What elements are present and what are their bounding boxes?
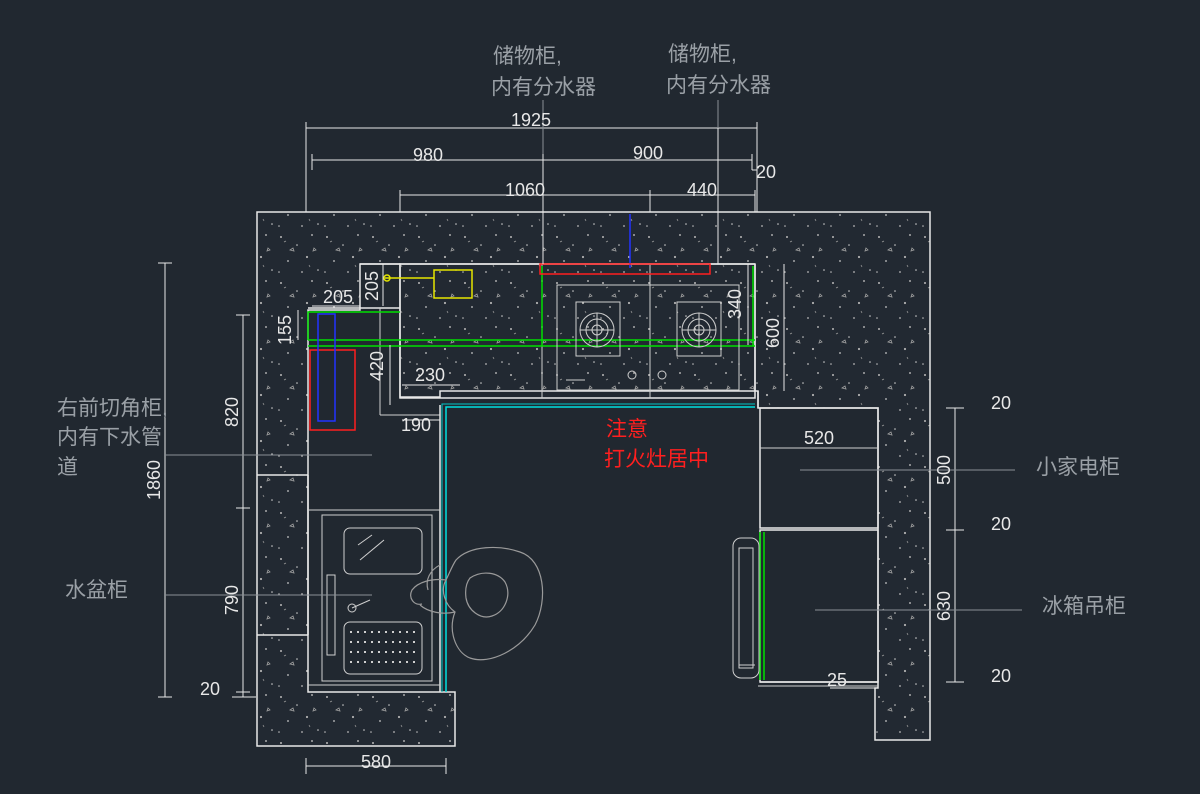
dimension-lines	[158, 122, 964, 774]
leader-lines	[165, 100, 1022, 611]
storage-label-1-line-2: 内有分水器	[491, 76, 596, 99]
sink	[321, 514, 433, 682]
water-distributor	[433, 269, 473, 299]
corner-cabinet-label-line-3: 道	[57, 456, 78, 479]
annotation-texts: 储物柜, 内有分水器 储物柜, 内有分水器 右前切角柜, 内有下水管 道 水盆柜…	[57, 43, 1126, 618]
appliance-cabinet	[759, 407, 879, 529]
dim-1060: 1060	[505, 180, 545, 200]
dim-20-right-1: 20	[991, 393, 1011, 413]
dim-20-bottom-left: 20	[200, 679, 220, 699]
drain-pipe-blue	[317, 313, 336, 422]
dim-420: 420	[367, 351, 387, 381]
dim-440: 440	[687, 180, 717, 200]
dim-1925: 1925	[511, 110, 551, 130]
dim-340: 340	[725, 289, 745, 319]
dim-205-horizontal: 205	[323, 287, 353, 307]
wall-structure	[256, 211, 931, 747]
cabinets	[308, 263, 879, 692]
wall-outline	[256, 211, 931, 747]
stove-note-line-1: 注意	[606, 418, 648, 441]
person-figure	[410, 546, 544, 661]
dim-205-vertical: 205	[362, 271, 382, 301]
dim-155: 155	[275, 315, 295, 345]
dim-20-right-3: 20	[991, 666, 1011, 686]
storage-label-2-line-2: 内有分水器	[666, 74, 771, 97]
dim-900: 900	[633, 143, 663, 163]
dim-190: 190	[401, 415, 431, 435]
dim-600: 600	[763, 318, 783, 348]
fridge	[732, 537, 760, 679]
sink-cabinet-label: 水盆柜	[65, 579, 128, 602]
dim-630: 630	[934, 591, 954, 621]
fridge-cabinet-label: 冰箱吊柜	[1042, 595, 1126, 618]
dim-790: 790	[222, 585, 242, 615]
dim-500: 500	[934, 455, 954, 485]
range-hood-marker	[539, 263, 711, 275]
colored-markers	[307, 214, 765, 692]
dim-230: 230	[415, 365, 445, 385]
dim-20-right-2: 20	[991, 514, 1011, 534]
dim-580: 580	[361, 752, 391, 772]
corner-cabinet-red	[309, 349, 356, 431]
dim-820: 820	[222, 397, 242, 427]
dimension-texts: 1925 980 900 20 1060 440 1860 820 790 20…	[144, 110, 1011, 772]
dim-25: 25	[827, 670, 847, 690]
dim-980: 980	[413, 145, 443, 165]
dim-1860: 1860	[144, 460, 164, 500]
corner-cabinet-label-line-1: 右前切角柜,	[57, 397, 168, 420]
gas-stove	[556, 284, 740, 391]
storage-label-2-line-1: 储物柜,	[668, 43, 737, 66]
corner-cabinet-label-line-2: 内有下水管	[57, 426, 162, 449]
dim-20-top: 20	[756, 162, 776, 182]
stove-note-line-2: 打火灶居中	[604, 448, 709, 471]
dim-520: 520	[804, 428, 834, 448]
fridge-cabinet	[759, 529, 879, 683]
appliance-cabinet-label: 小家电柜	[1036, 456, 1120, 479]
storage-label-1-line-1: 储物柜,	[493, 45, 562, 68]
